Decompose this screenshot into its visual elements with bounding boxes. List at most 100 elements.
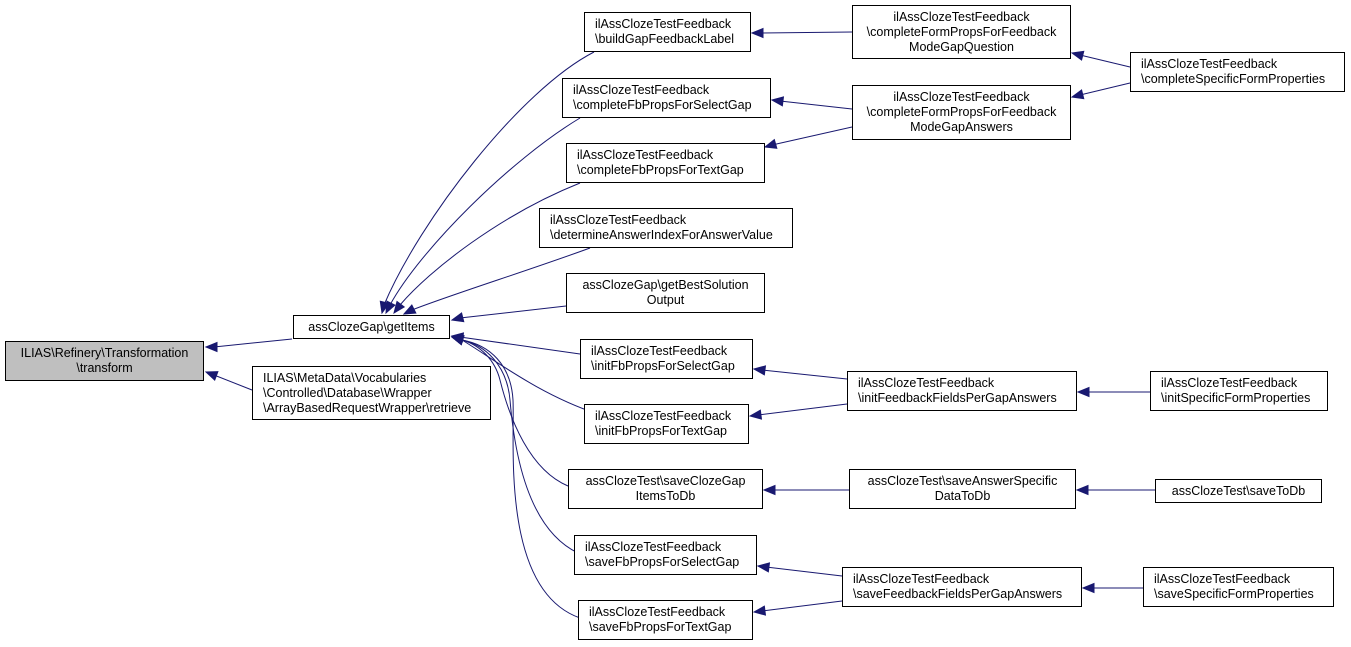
edge-savetext-to-getitems [450,335,581,619]
node-line: ilAssClozeTestFeedback [893,90,1030,104]
node-save-specific-form-properties[interactable]: ilAssClozeTestFeedback \saveSpecificForm… [1143,567,1334,607]
edge-specific-to-answerprops [1070,82,1131,100]
arrowhead-icon [450,312,465,323]
node-init-feedback-fields-per-gap-answers[interactable]: ilAssClozeTestFeedback \initFeedbackFiel… [847,371,1077,411]
node-build-gap-feedback-label[interactable]: ilAssClozeTestFeedback \buildGapFeedback… [584,12,751,52]
node-line: \initFeedbackFieldsPerGapAnswers [858,391,1057,405]
node-line: assClozeGap\getItems [308,319,435,334]
arrowhead-icon [762,484,776,496]
node-line: ILIAS\MetaData\Vocabularies [263,370,427,385]
node-line: ilAssClozeTestFeedback [550,213,687,227]
node-line: \saveSpecificFormProperties [1154,587,1314,601]
node-line: ilAssClozeTestFeedback [858,376,995,390]
node-line: \completeFbPropsForSelectGap [573,98,752,112]
edge-line [389,117,581,306]
edge-line [399,182,581,306]
edge-savefields-to-savetext [752,600,843,616]
node-complete-fb-props-select-gap[interactable]: ilAssClozeTestFeedback \completeFbPropsF… [562,78,771,118]
node-complete-form-props-gap-answers[interactable]: ilAssClozeTestFeedback \completeFormProp… [852,85,1071,140]
edge-line [213,374,253,391]
node-get-best-solution-output[interactable]: assClozeGap\getBestSolution Output [566,273,765,313]
edge-line [411,247,591,311]
node-line: ilAssClozeTestFeedback [585,540,722,554]
edge-line [461,339,579,554]
edge-line [771,126,853,146]
node-line: ItemsToDb [635,489,696,503]
edge-initfields-to-inittext [748,403,848,420]
edge-line [765,566,843,577]
node-line: ilAssClozeTestFeedback [853,572,990,586]
node-save-fb-props-select-gap[interactable]: ilAssClozeTestFeedback \saveFbPropsForSe… [574,535,757,575]
arrowhead-icon [204,341,218,353]
edge-line [779,100,853,110]
edge-questionprops-to-buildlabel [750,27,853,39]
arrowhead-icon [1070,89,1085,100]
node-line: \initSpecificFormProperties [1161,391,1311,405]
node-line: ilAssClozeTestFeedback [1161,376,1298,390]
node-init-specific-form-properties[interactable]: ilAssClozeTestFeedback \initSpecificForm… [1150,371,1328,411]
edge-line [461,339,599,415]
node-save-fb-props-text-gap[interactable]: ilAssClozeTestFeedback \saveFbPropsForTe… [578,600,753,640]
node-line: \completeFbPropsForTextGap [577,163,744,177]
arrowhead-icon [752,365,767,376]
node-complete-form-props-gap-question[interactable]: ilAssClozeTestFeedback \completeFormProp… [852,5,1071,59]
arrowhead-icon [402,304,417,315]
edge-bestsolution-to-getitems [450,305,567,323]
node-assclozegap-getitems[interactable]: assClozeGap\getItems [293,315,450,339]
node-line: ilAssClozeTestFeedback [589,605,726,619]
arrowhead-icon [393,300,406,315]
edge-savespecific-to-savefields [1081,582,1143,594]
edge-line [1079,82,1131,96]
node-save-answer-specific-data-to-db[interactable]: assClozeTest\saveAnswerSpecific DataToDb [849,469,1076,509]
edge-line [461,339,569,487]
arrowhead-icon [763,138,778,149]
edge-retrieve-to-root [204,371,253,391]
node-complete-specific-form-properties[interactable]: ilAssClozeTestFeedback \completeSpecific… [1130,52,1345,92]
node-line: ilAssClozeTestFeedback [1154,572,1291,586]
node-save-cloze-gap-items-to-db[interactable]: assClozeTest\saveClozeGap ItemsToDb [568,469,763,509]
arrowhead-icon [770,96,785,107]
node-line: assClozeTest\saveAnswerSpecific [867,474,1058,488]
node-line: \Controlled\Database\Wrapper [263,385,432,400]
arrowhead-icon [1081,582,1095,594]
node-assclozetest-save-to-db[interactable]: assClozeTest\saveToDb [1155,479,1322,503]
edge-answerprops-to-completeselect [770,96,853,110]
edge-line [461,339,581,619]
arrowhead-icon [450,335,465,346]
node-line: ilAssClozeTestFeedback [591,344,728,358]
node-line: Output [646,293,685,307]
arrowhead-icon [1076,386,1090,398]
node-line: assClozeGap\getBestSolution [582,278,749,292]
node-line: ilAssClozeTestFeedback [893,9,1030,24]
node-arraybasedrequestwrapper-retrieve[interactable]: ILIAS\MetaData\Vocabularies \Controlled\… [252,366,491,420]
edge-line [459,336,581,355]
node-line: assClozeTest\saveClozeGap [585,474,746,488]
node-init-fb-props-text-gap[interactable]: ilAssClozeTestFeedback \initFbPropsForTe… [584,404,749,444]
edge-line [761,369,848,380]
edge-line [1079,54,1131,68]
node-init-fb-props-select-gap[interactable]: ilAssClozeTestFeedback \initFbPropsForSe… [580,339,753,379]
node-line: ilAssClozeTestFeedback [573,83,710,97]
node-complete-fb-props-text-gap[interactable]: ilAssClozeTestFeedback \completeFbPropsF… [566,143,765,183]
node-line: assClozeTest\saveToDb [1171,483,1306,498]
arrowhead-icon [385,300,396,315]
edge-determine-to-getitems [402,247,591,315]
node-line: \ArrayBasedRequestWrapper\retrieve [263,400,472,415]
edge-savefields-to-saveselect [756,562,843,577]
node-line: \completeSpecificFormProperties [1141,72,1326,86]
node-line: \completeFormPropsForFeedback [866,24,1057,39]
node-determine-answer-index[interactable]: ilAssClozeTestFeedback \determineAnswerI… [539,208,793,248]
arrowhead-icon [204,371,219,381]
node-line: \buildGapFeedbackLabel [595,32,734,46]
node-line: ILIAS\Refinery\Transformation [20,346,189,360]
edge-initspecific-to-initfields [1076,386,1150,398]
edge-specific-to-questionprops [1070,50,1131,68]
node-save-feedback-fields-per-gap-answers[interactable]: ilAssClozeTestFeedback \saveFeedbackFiel… [842,567,1082,607]
node-line: \saveFbPropsForTextGap [589,620,732,634]
edge-answerspecific-to-saveclozegap [762,484,849,496]
edge-line [383,51,595,306]
node-line: ilAssClozeTestFeedback [1141,57,1278,71]
edge-line [759,31,853,34]
